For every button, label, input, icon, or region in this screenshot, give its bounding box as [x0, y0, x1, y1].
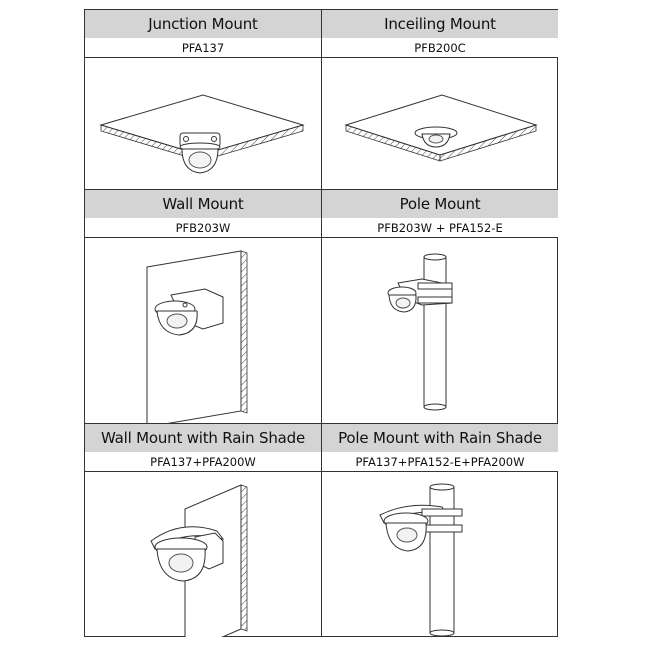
- cell-title: Wall Mount: [85, 190, 321, 219]
- cell-model: PFB203W + PFA152-E: [322, 218, 558, 238]
- cell-junction-mount: Junction Mount PFA137: [85, 10, 321, 189]
- cell-model: PFA137: [85, 38, 321, 58]
- cell-model: PFB200C: [322, 38, 558, 58]
- pole-mount-rain-shade-illustration: [322, 471, 558, 637]
- cell-model: PFB203W: [85, 218, 321, 238]
- wall-mount-rain-shade-illustration: [85, 471, 321, 637]
- cell-inceiling-mount: Inceiling Mount PFB200C: [322, 10, 558, 189]
- inceiling-mount-illustration: [322, 57, 558, 189]
- mount-options-table: Junction Mount PFA137 Incei: [84, 9, 558, 637]
- junction-mount-illustration: [85, 57, 321, 189]
- cell-pole-mount-rain-shade: Pole Mount with Rain Shade PFA137+PFA152…: [322, 424, 558, 637]
- cell-title: Wall Mount with Rain Shade: [85, 424, 321, 453]
- wall-mount-illustration: [85, 237, 321, 423]
- cell-title: Inceiling Mount: [322, 10, 558, 39]
- cell-title: Pole Mount: [322, 190, 558, 219]
- row-divider: [85, 189, 557, 190]
- cell-title: Pole Mount with Rain Shade: [322, 424, 558, 453]
- cell-wall-mount: Wall Mount PFB203W: [85, 190, 321, 423]
- cell-wall-mount-rain-shade: Wall Mount with Rain Shade PFA137+PFA200…: [85, 424, 321, 637]
- cell-model: PFA137+PFA152-E+PFA200W: [322, 452, 558, 472]
- cell-pole-mount: Pole Mount PFB203W + PFA152-E: [322, 190, 558, 423]
- pole-mount-illustration: [322, 237, 558, 423]
- column-divider: [321, 10, 322, 636]
- cell-model: PFA137+PFA200W: [85, 452, 321, 472]
- row-divider: [85, 423, 557, 424]
- cell-title: Junction Mount: [85, 10, 321, 39]
